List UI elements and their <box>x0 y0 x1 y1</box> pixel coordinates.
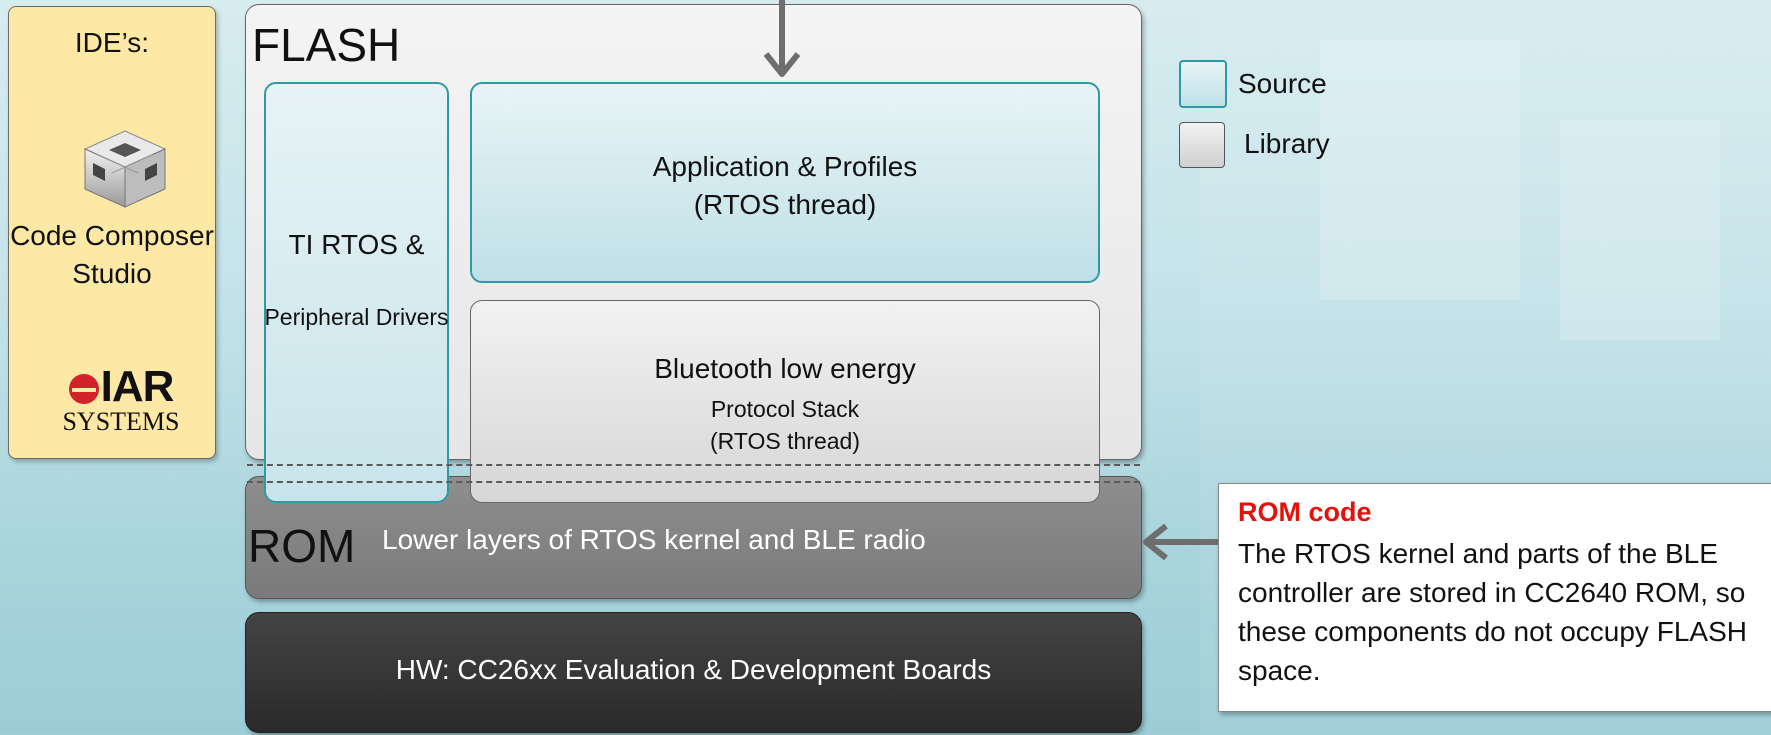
application-line1: Application & Profiles <box>652 151 918 182</box>
dashed-divider <box>247 481 1140 483</box>
iar-systems-logo: IAR SYSTEMS <box>57 365 185 435</box>
ble-stack-subtitle: Protocol Stack (RTOS thread) <box>470 393 1100 457</box>
rom-description: Lower layers of RTOS kernel and BLE radi… <box>382 524 926 555</box>
hardware-label: HW: CC26xx Evaluation & Development Boar… <box>395 654 992 685</box>
note-heading: ROM code <box>1238 497 1372 527</box>
application-block <box>470 82 1100 283</box>
application-line2: (RTOS thread) <box>693 189 877 220</box>
legend-source-swatch <box>1179 60 1227 108</box>
background-tile <box>1320 40 1520 300</box>
ti-rtos-block <box>264 82 449 503</box>
ide-panel: IDE’s: Code Composer Studio IAR SYSTEMS <box>8 6 216 459</box>
ide-title: IDE’s: <box>74 27 150 58</box>
flash-title: FLASH <box>252 19 401 71</box>
dashed-divider <box>247 464 1140 466</box>
note-body: The RTOS kernel and parts of the BLE con… <box>1238 538 1747 686</box>
ble-stack-title: Bluetooth low energy <box>654 353 916 384</box>
legend-library-label: Library <box>1244 128 1330 159</box>
application-label: Application & Profiles (RTOS thread) <box>470 148 1100 224</box>
ble-stack-line2: Protocol Stack <box>710 396 860 422</box>
ti-rtos-subtitle: Peripheral Drivers <box>264 304 449 330</box>
iar-dot-icon <box>68 374 99 404</box>
ble-stack-block <box>470 300 1100 503</box>
rom-code-note <box>1218 483 1771 712</box>
iar-logo-top: IAR <box>100 362 175 411</box>
legend-library-swatch <box>1179 122 1225 168</box>
legend-source-label: Source <box>1238 68 1327 99</box>
hardware-block <box>245 612 1142 733</box>
ti-rtos-title: TI RTOS & <box>288 229 425 260</box>
code-composer-label: Code Composer Studio <box>10 220 214 289</box>
code-composer-cube-icon <box>83 130 167 208</box>
ble-stack-line3: (RTOS thread) <box>710 428 860 454</box>
rom-title: ROM <box>248 520 356 572</box>
down-arrow-icon <box>763 0 801 77</box>
left-arrow-icon <box>1143 523 1220 560</box>
background-tile <box>1560 120 1720 340</box>
iar-logo-bottom: SYSTEMS <box>62 407 180 436</box>
